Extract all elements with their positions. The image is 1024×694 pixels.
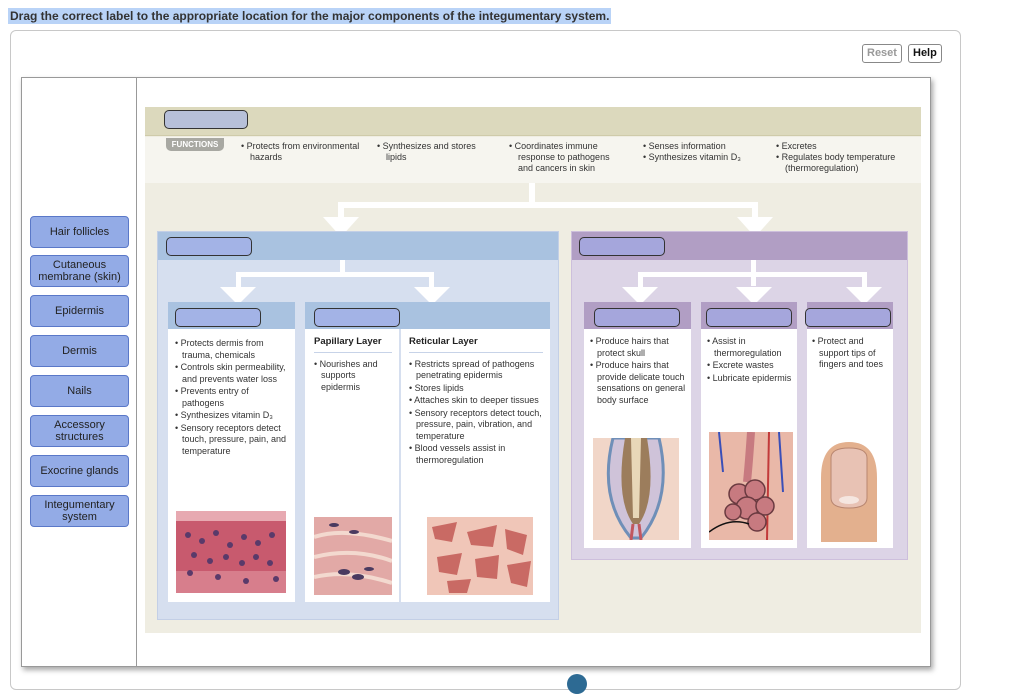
list-item: • Excrete wastes <box>707 360 774 370</box>
hair-follicle-illustration <box>593 438 679 540</box>
drag-drop-workspace: Hair follicles Cutaneous membrane (skin)… <box>21 77 931 667</box>
drop-zone-accessory[interactable] <box>579 237 665 256</box>
papillary-layer: Papillary Layer • Nourishes and supports… <box>314 336 392 394</box>
list-item: • Lubricate epidermis <box>707 372 792 383</box>
list-item: • Produce hairs that provide delicate to… <box>590 360 686 405</box>
function-item: • Excretes <box>776 141 817 151</box>
function-col-1: • Protects from environmental hazards <box>241 141 361 163</box>
label-bank: Hair follicles Cutaneous membrane (skin)… <box>22 78 137 666</box>
reticular-title: Reticular Layer <box>409 336 543 353</box>
nails-box: • Protect and support tips of fingers an… <box>805 302 893 548</box>
label-hair-follicles[interactable]: Hair follicles <box>30 216 129 248</box>
function-item: • Synthesizes and stores lipids <box>377 141 476 162</box>
label-epidermis[interactable]: Epidermis <box>30 295 129 327</box>
function-item: • Coordinates immune response to pathoge… <box>509 141 610 173</box>
fingernail-illustration <box>821 442 877 542</box>
papillary-micrograph <box>314 517 392 595</box>
instruction-text: Drag the correct label to the appropriat… <box>8 8 612 24</box>
function-col-3: • Coordinates immune response to pathoge… <box>509 141 627 174</box>
list-item: • Protect and support tips of fingers an… <box>812 336 884 369</box>
list-item: • Blood vessels assist in thermoregulati… <box>409 443 506 465</box>
cutaneous-panel: • Protects dermis from trauma, chemicals… <box>157 231 559 620</box>
exocrine-gland-functions: • Assist in thermoregulation • Excrete w… <box>707 336 795 385</box>
list-item: • Restricts spread of pathogens penetrat… <box>409 358 535 381</box>
function-item: • Synthesizes vitamin D₃ <box>643 152 741 162</box>
hair-follicles-header <box>584 302 691 329</box>
drop-zone-exocrine-glands[interactable] <box>706 308 792 327</box>
list-item: • Produce hairs that protect skull <box>590 336 669 358</box>
reticular-layer: Reticular Layer • Restricts spread of pa… <box>409 336 543 467</box>
function-col-2: • Synthesizes and stores lipids <box>377 141 497 163</box>
list-item: • Sensory receptors detect touch, pressu… <box>409 407 542 441</box>
reticular-micrograph <box>427 517 533 595</box>
integumentary-figure: FUNCTIONS • Protects from environmental … <box>145 107 921 633</box>
reset-button[interactable]: Reset <box>862 44 902 63</box>
system-title-bar <box>145 107 921 136</box>
drop-zone-nails[interactable] <box>805 308 891 327</box>
functions-tag: FUNCTIONS <box>166 138 224 151</box>
list-item: • Prevents entry of pathogens <box>175 386 249 408</box>
function-item: • Senses information <box>643 141 726 151</box>
sweat-gland-illustration <box>709 432 793 540</box>
list-item: • Protects dermis from trauma, chemicals <box>175 338 264 360</box>
cutaneous-panel-header <box>158 232 558 260</box>
dermis-box: Papillary Layer • Nourishes and supports… <box>305 302 550 602</box>
accessory-panel: • Produce hairs that protect skull • Pro… <box>571 231 908 560</box>
function-col-5: • Excretes • Regulates body temperature … <box>776 141 916 174</box>
nail-functions: • Protect and support tips of fingers an… <box>812 336 890 372</box>
nails-header <box>805 302 893 329</box>
label-dermis[interactable]: Dermis <box>30 335 129 367</box>
list-item: • Synthesizes vitamin D₃ <box>175 410 273 420</box>
epidermis-functions: • Protects dermis from trauma, chemicals… <box>175 338 291 458</box>
feedback-icon[interactable] <box>567 674 587 694</box>
epidermis-header <box>168 302 295 329</box>
function-item: • Regulates body temperature (thermoregu… <box>776 152 896 173</box>
drop-zone-dermis[interactable] <box>314 308 400 327</box>
accessory-panel-header <box>572 232 907 260</box>
list-item: • Controls skin permeability, and preven… <box>175 362 286 384</box>
epidermis-micrograph <box>176 511 286 593</box>
dermis-header <box>305 302 550 329</box>
label-integumentary-system[interactable]: Integumentary system <box>30 495 129 527</box>
exocrine-glands-header <box>701 302 797 329</box>
epidermis-box: • Protects dermis from trauma, chemicals… <box>168 302 295 602</box>
drop-zone-system[interactable] <box>164 110 248 129</box>
column-divider <box>399 329 401 602</box>
function-item: • Protects from environmental hazards <box>241 141 360 162</box>
exocrine-glands-box: • Assist in thermoregulation • Excrete w… <box>701 302 797 548</box>
drop-zone-cutaneous[interactable] <box>166 237 252 256</box>
list-item: • Nourishes and supports epidermis <box>314 358 378 392</box>
label-cutaneous-membrane[interactable]: Cutaneous membrane (skin) <box>30 255 129 287</box>
list-item: • Stores lipids <box>409 382 464 393</box>
help-button[interactable]: Help <box>908 44 942 63</box>
label-exocrine-glands[interactable]: Exocrine glands <box>30 455 129 487</box>
label-accessory-structures[interactable]: Accessory structures <box>30 415 129 447</box>
label-nails[interactable]: Nails <box>30 375 129 407</box>
hair-follicles-box: • Produce hairs that protect skull • Pro… <box>584 302 691 548</box>
functions-row: FUNCTIONS • Protects from environmental … <box>145 137 921 183</box>
list-item: • Assist in thermoregulation <box>707 336 782 358</box>
papillary-title: Papillary Layer <box>314 336 392 353</box>
function-col-4: • Senses information • Synthesizes vitam… <box>643 141 768 163</box>
drop-zone-epidermis[interactable] <box>175 308 261 327</box>
hair-follicle-functions: • Produce hairs that protect skull • Pro… <box>590 336 688 407</box>
drop-zone-hair-follicles[interactable] <box>594 308 680 327</box>
list-item: • Attaches skin to deeper tissues <box>409 395 539 405</box>
list-item: • Sensory receptors detect touch, pressu… <box>175 422 287 456</box>
